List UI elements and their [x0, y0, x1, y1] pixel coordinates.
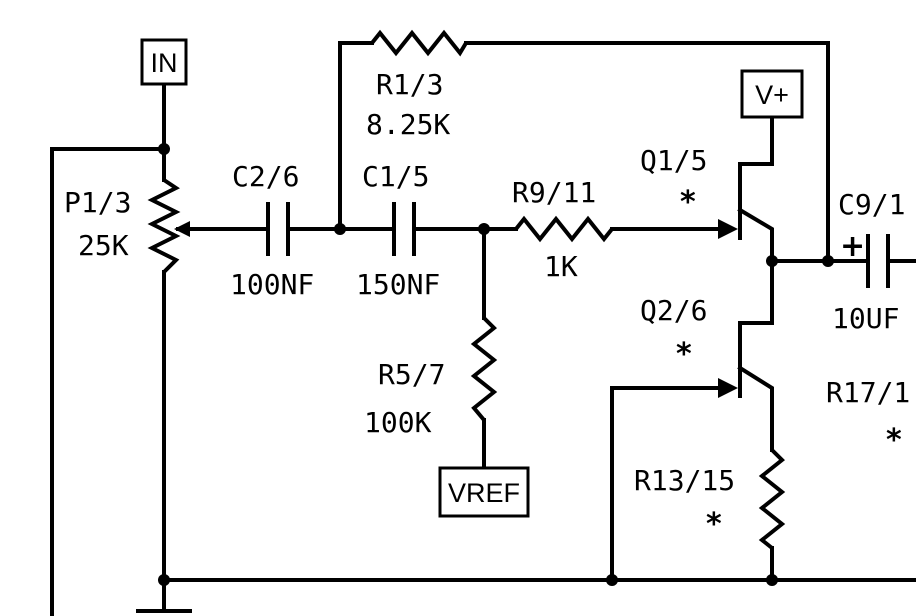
port-vref-label: VREF [448, 478, 520, 508]
q1-base-arrow-icon [718, 219, 738, 239]
r9-value: 1K [544, 250, 578, 283]
junction-dot [766, 574, 778, 586]
r9-ref: R9/11 [512, 176, 596, 209]
wiper-arrow-icon [174, 221, 190, 237]
c9-value: 10UF [832, 302, 899, 335]
resistor-r9 [514, 215, 614, 243]
junction-dot [478, 223, 490, 235]
wire-q2-emitter [737, 365, 774, 452]
wire-q1-emitter [737, 207, 774, 263]
resistor-r5 [470, 316, 498, 422]
r17-ref: R17/1 [826, 376, 910, 409]
labels: P1/3 25K C2/6 100NF C1/5 150NF R1/3 8.25… [64, 68, 910, 542]
junction-dot [822, 255, 834, 267]
port-in: IN [140, 38, 188, 86]
junction-dot [334, 223, 346, 235]
wires [50, 41, 916, 616]
transistor-q2 [718, 340, 742, 398]
resistor-r1 [370, 29, 468, 57]
c2-value: 100NF [230, 268, 314, 301]
q1-mark: * [680, 185, 696, 220]
c1-value: 150NF [356, 268, 440, 301]
r17-mark: * [886, 423, 902, 458]
wire-output-to-q2 [738, 259, 774, 370]
q2-base-arrow-icon [718, 378, 738, 398]
c9-polarity: + [840, 229, 865, 264]
port-in-label: IN [151, 48, 178, 78]
c2-ref: C2/6 [232, 160, 299, 193]
c1-ref: C1/5 [362, 160, 429, 193]
capacitor-c1 [392, 202, 416, 256]
wire-q2-base [610, 386, 720, 582]
r13-ref: R13/15 [634, 464, 735, 497]
wire-vplus-to-q1 [738, 115, 774, 192]
wire-feedback-right [464, 41, 830, 263]
r1-value: 8.25K [366, 108, 450, 141]
c9-ref: C9/1 [838, 188, 905, 221]
r1-ref: R1/3 [376, 68, 443, 101]
port-vplus-label: V+ [755, 80, 789, 110]
r13-mark: * [706, 507, 722, 542]
junction-dot [606, 574, 618, 586]
port-vref: VREF [438, 466, 530, 518]
potentiometer-p1 [147, 178, 190, 274]
q2-ref: Q2/6 [640, 294, 707, 327]
r5-value: 100K [364, 406, 432, 439]
capacitor-c2 [266, 202, 290, 256]
r5-ref: R5/7 [378, 358, 445, 391]
wire-left-rail [50, 147, 166, 616]
wire-feedback-left [338, 41, 374, 231]
q2-mark: * [676, 337, 692, 372]
capacitor-c9 [866, 234, 890, 288]
junctions [158, 143, 834, 586]
p1-ref: P1/3 [64, 186, 131, 219]
junction-dot [766, 255, 778, 267]
q1-ref: Q1/5 [640, 144, 707, 177]
transistor-q1 [718, 180, 742, 240]
junction-dot [158, 574, 170, 586]
p1-value: 25K [78, 229, 129, 262]
junction-dot [158, 143, 170, 155]
resistor-r13 [758, 448, 786, 550]
port-vplus: V+ [740, 69, 804, 119]
